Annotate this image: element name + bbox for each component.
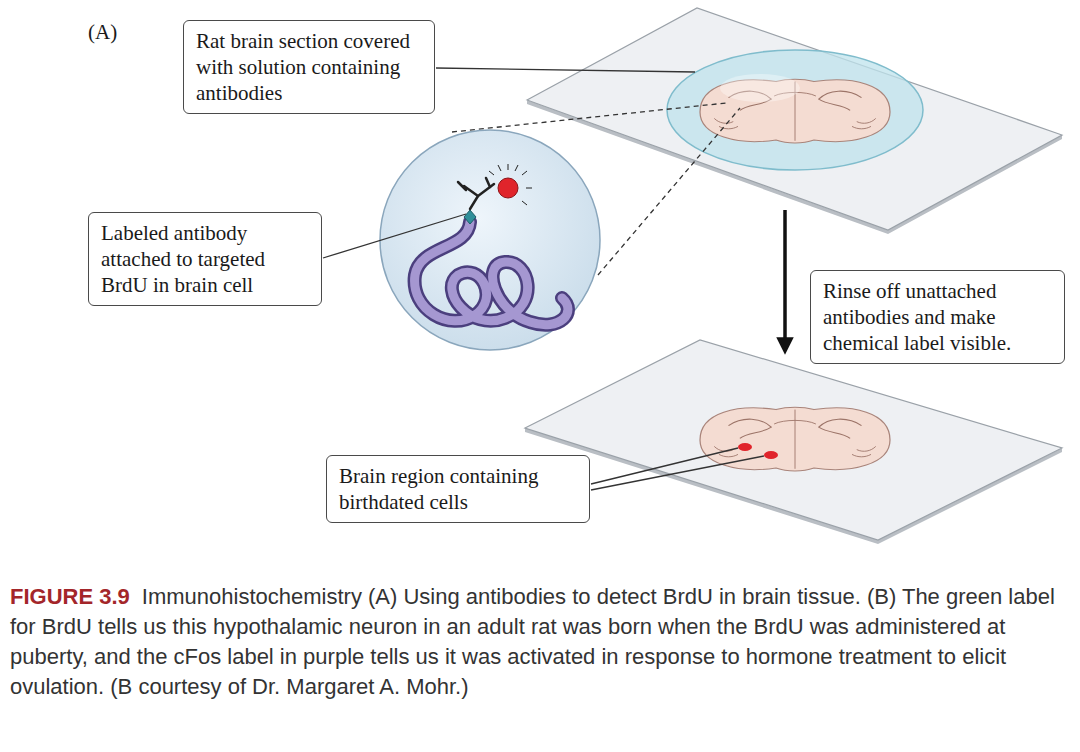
slide-face: [527, 8, 1062, 230]
callout-text: Brain region containing birthdated cells: [339, 463, 577, 515]
callout-text: Labeled antibody attached to targeted Br…: [101, 220, 309, 298]
labeled-region: [738, 443, 752, 451]
callout-text: Rinse off unattached antibodies and make…: [823, 278, 1052, 356]
callout-text: Rat brain section covered with solution …: [196, 28, 422, 106]
zoom-line: [598, 108, 740, 275]
callout-box: Labeled antibody attached to targeted Br…: [88, 212, 322, 306]
dna-strand: [415, 222, 568, 325]
leader-line: [591, 456, 764, 490]
antibody-droplet: [667, 50, 923, 170]
callout-box: Brain region containing birthdated cells: [326, 455, 590, 523]
labeled-region: [764, 451, 778, 459]
caption-text: Immunohistochemistry (A) Using antibodie…: [10, 584, 1055, 699]
droplet-shine: [720, 74, 800, 102]
figure-caption: FIGURE 3.9Immunohistochemistry (A) Using…: [10, 582, 1060, 702]
top-slide: [527, 8, 1062, 234]
figure-title: FIGURE 3.9: [10, 584, 130, 609]
chemical-label: [498, 178, 518, 198]
zoom-line: [452, 103, 726, 132]
brdu-target: [464, 210, 476, 224]
leader-line: [323, 214, 466, 258]
label-rays: [489, 164, 532, 205]
slide-face: [525, 340, 1062, 540]
dna-strand: [415, 222, 568, 325]
callout-box: Rinse off unattached antibodies and make…: [810, 270, 1065, 364]
brain-section: [700, 407, 890, 471]
leader-line: [436, 68, 695, 72]
callout-box: Rat brain section covered with solution …: [183, 20, 435, 114]
magnified-cell: [380, 130, 600, 350]
bottom-slide: [525, 340, 1062, 544]
magnifier-circle: [380, 130, 600, 350]
antibody: [458, 178, 494, 209]
process-arrow: [783, 210, 787, 346]
panel-label: (A): [88, 20, 117, 45]
